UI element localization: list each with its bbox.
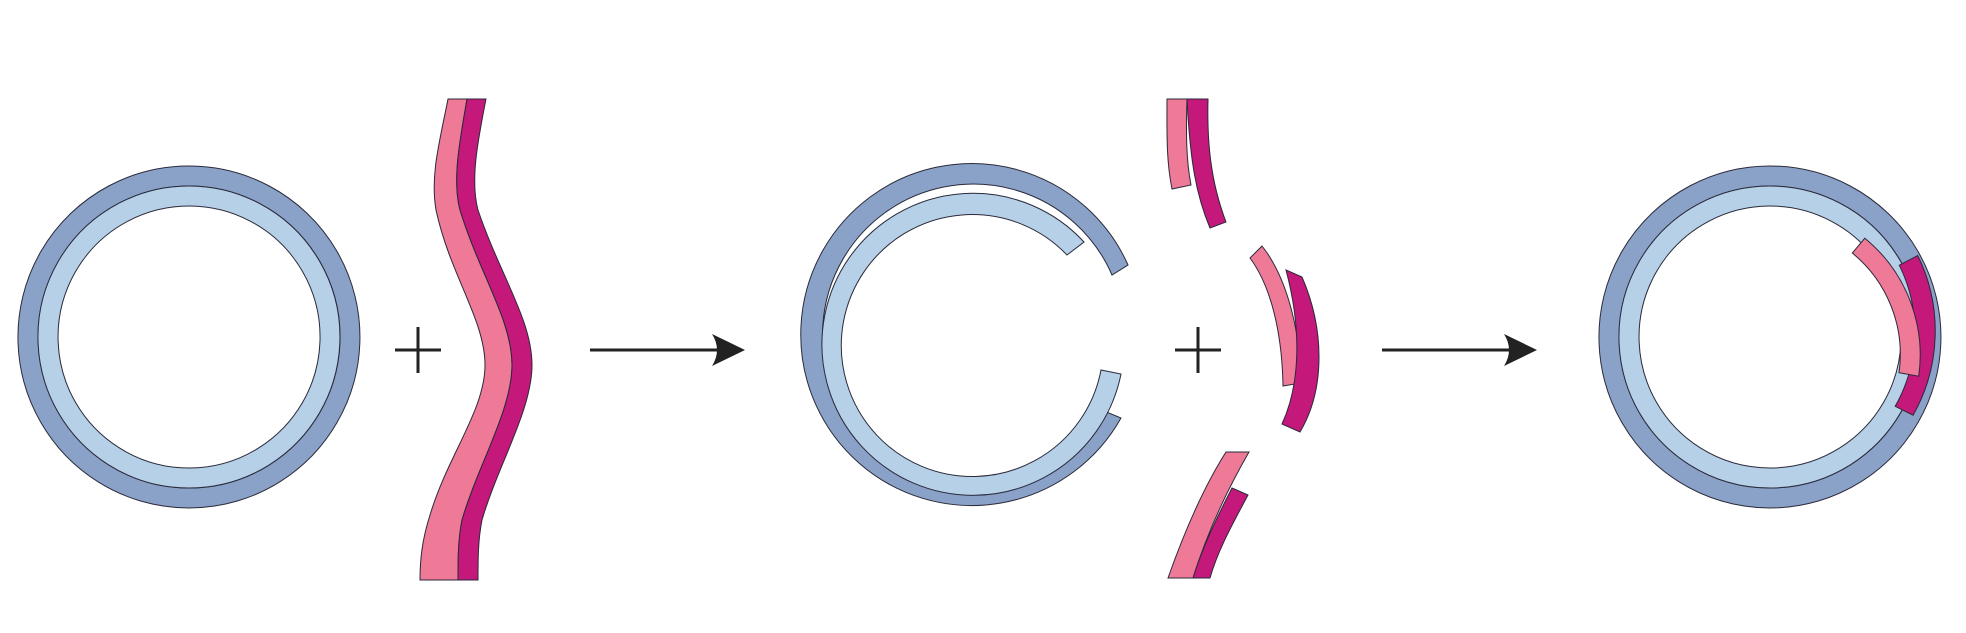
foreign-dna-bottom-fragment (1167, 451, 1250, 579)
inserted-dna-light-strand (1851, 237, 1921, 377)
cut-plasmid (800, 163, 1129, 507)
plasmid-outer-strand (17, 165, 361, 509)
right-arrow-icon (1382, 334, 1537, 366)
right-arrow-icon (590, 334, 745, 366)
recombinant-plasmid-inner-strand (1618, 185, 1922, 489)
cut-foreign-dna-fragments (1166, 98, 1320, 579)
plus-sign (1175, 327, 1221, 373)
recombinant-plasmid-outer-strand (1598, 165, 1942, 509)
plasmid-inner-strand (37, 185, 341, 489)
foreign-dna-dark-strand (456, 98, 533, 581)
recombinant-plasmid (1598, 165, 1942, 509)
intact-plasmid (17, 165, 361, 509)
plus-sign (395, 327, 441, 373)
cut-plasmid-outer-strand (800, 163, 1129, 507)
foreign-dna-middle-fragment (1249, 245, 1320, 433)
cut-plasmid-inner-strand (821, 192, 1122, 496)
foreign-dna (419, 98, 533, 581)
foreign-dna-top-fragment (1166, 98, 1227, 229)
